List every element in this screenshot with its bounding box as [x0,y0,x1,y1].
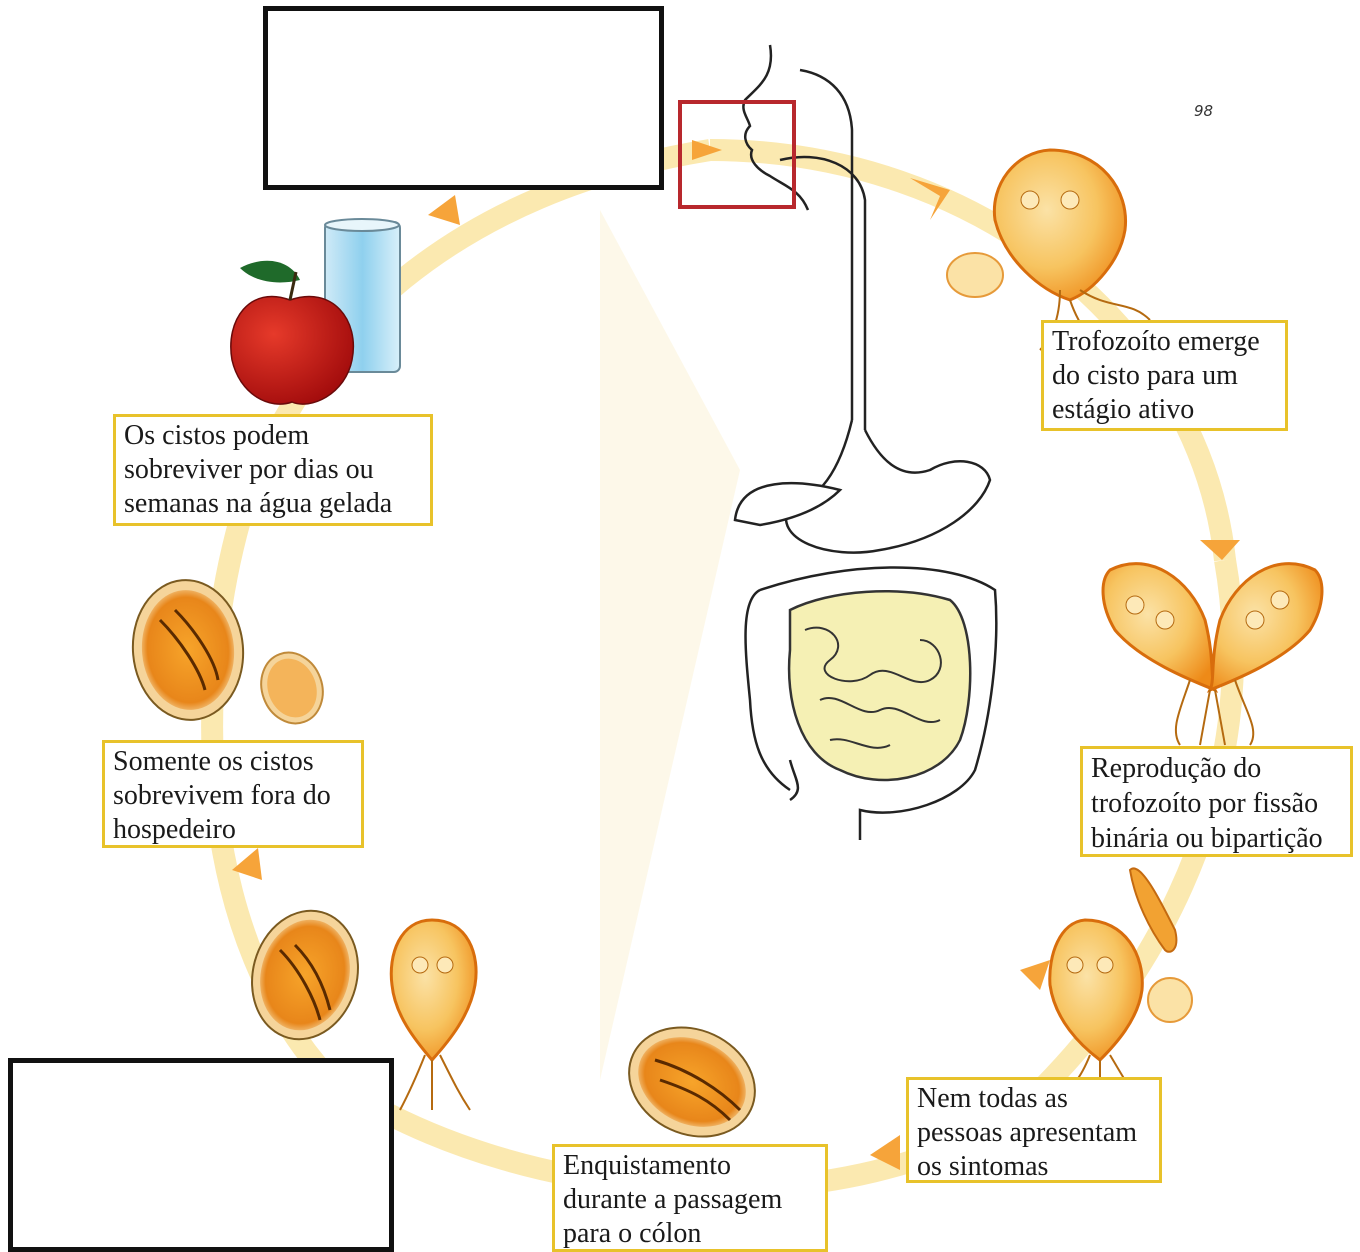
apple-and-water-illustration [231,219,400,404]
liver [735,483,840,525]
blank-label-box-top [263,6,664,190]
cycle-arrow-icon [1020,960,1050,990]
label-not-all-symptoms: Nem todas as pessoas apresentam os sinto… [906,1077,1162,1183]
label-reproduction: Reprodução do trofozoíto por fissão biná… [1080,746,1353,857]
appendix [790,760,798,800]
binary-fission-illustration [1103,564,1322,745]
page-number: 98 [1194,102,1213,120]
blank-label-box-bottom [8,1058,394,1252]
small-intestine [789,591,970,780]
label-only-cysts-survive: Somente os cistos sobrevivem fora do hos… [102,740,364,848]
encysting-cyst-illustration [611,1007,773,1156]
apple [231,296,354,404]
label-encystation: Enquistamento durante a passagem para o … [552,1144,828,1252]
apple-leaf [240,261,300,283]
label-cysts-survive-water: Os cistos podem sobreviver por dias ou s… [113,414,433,526]
label-trophozoite-emerges: Trofozoíto emerge do cisto para um estág… [1041,320,1288,431]
background-wedge [600,210,740,1080]
head-profile [743,45,808,210]
cycle-arrow-icon [428,195,460,225]
